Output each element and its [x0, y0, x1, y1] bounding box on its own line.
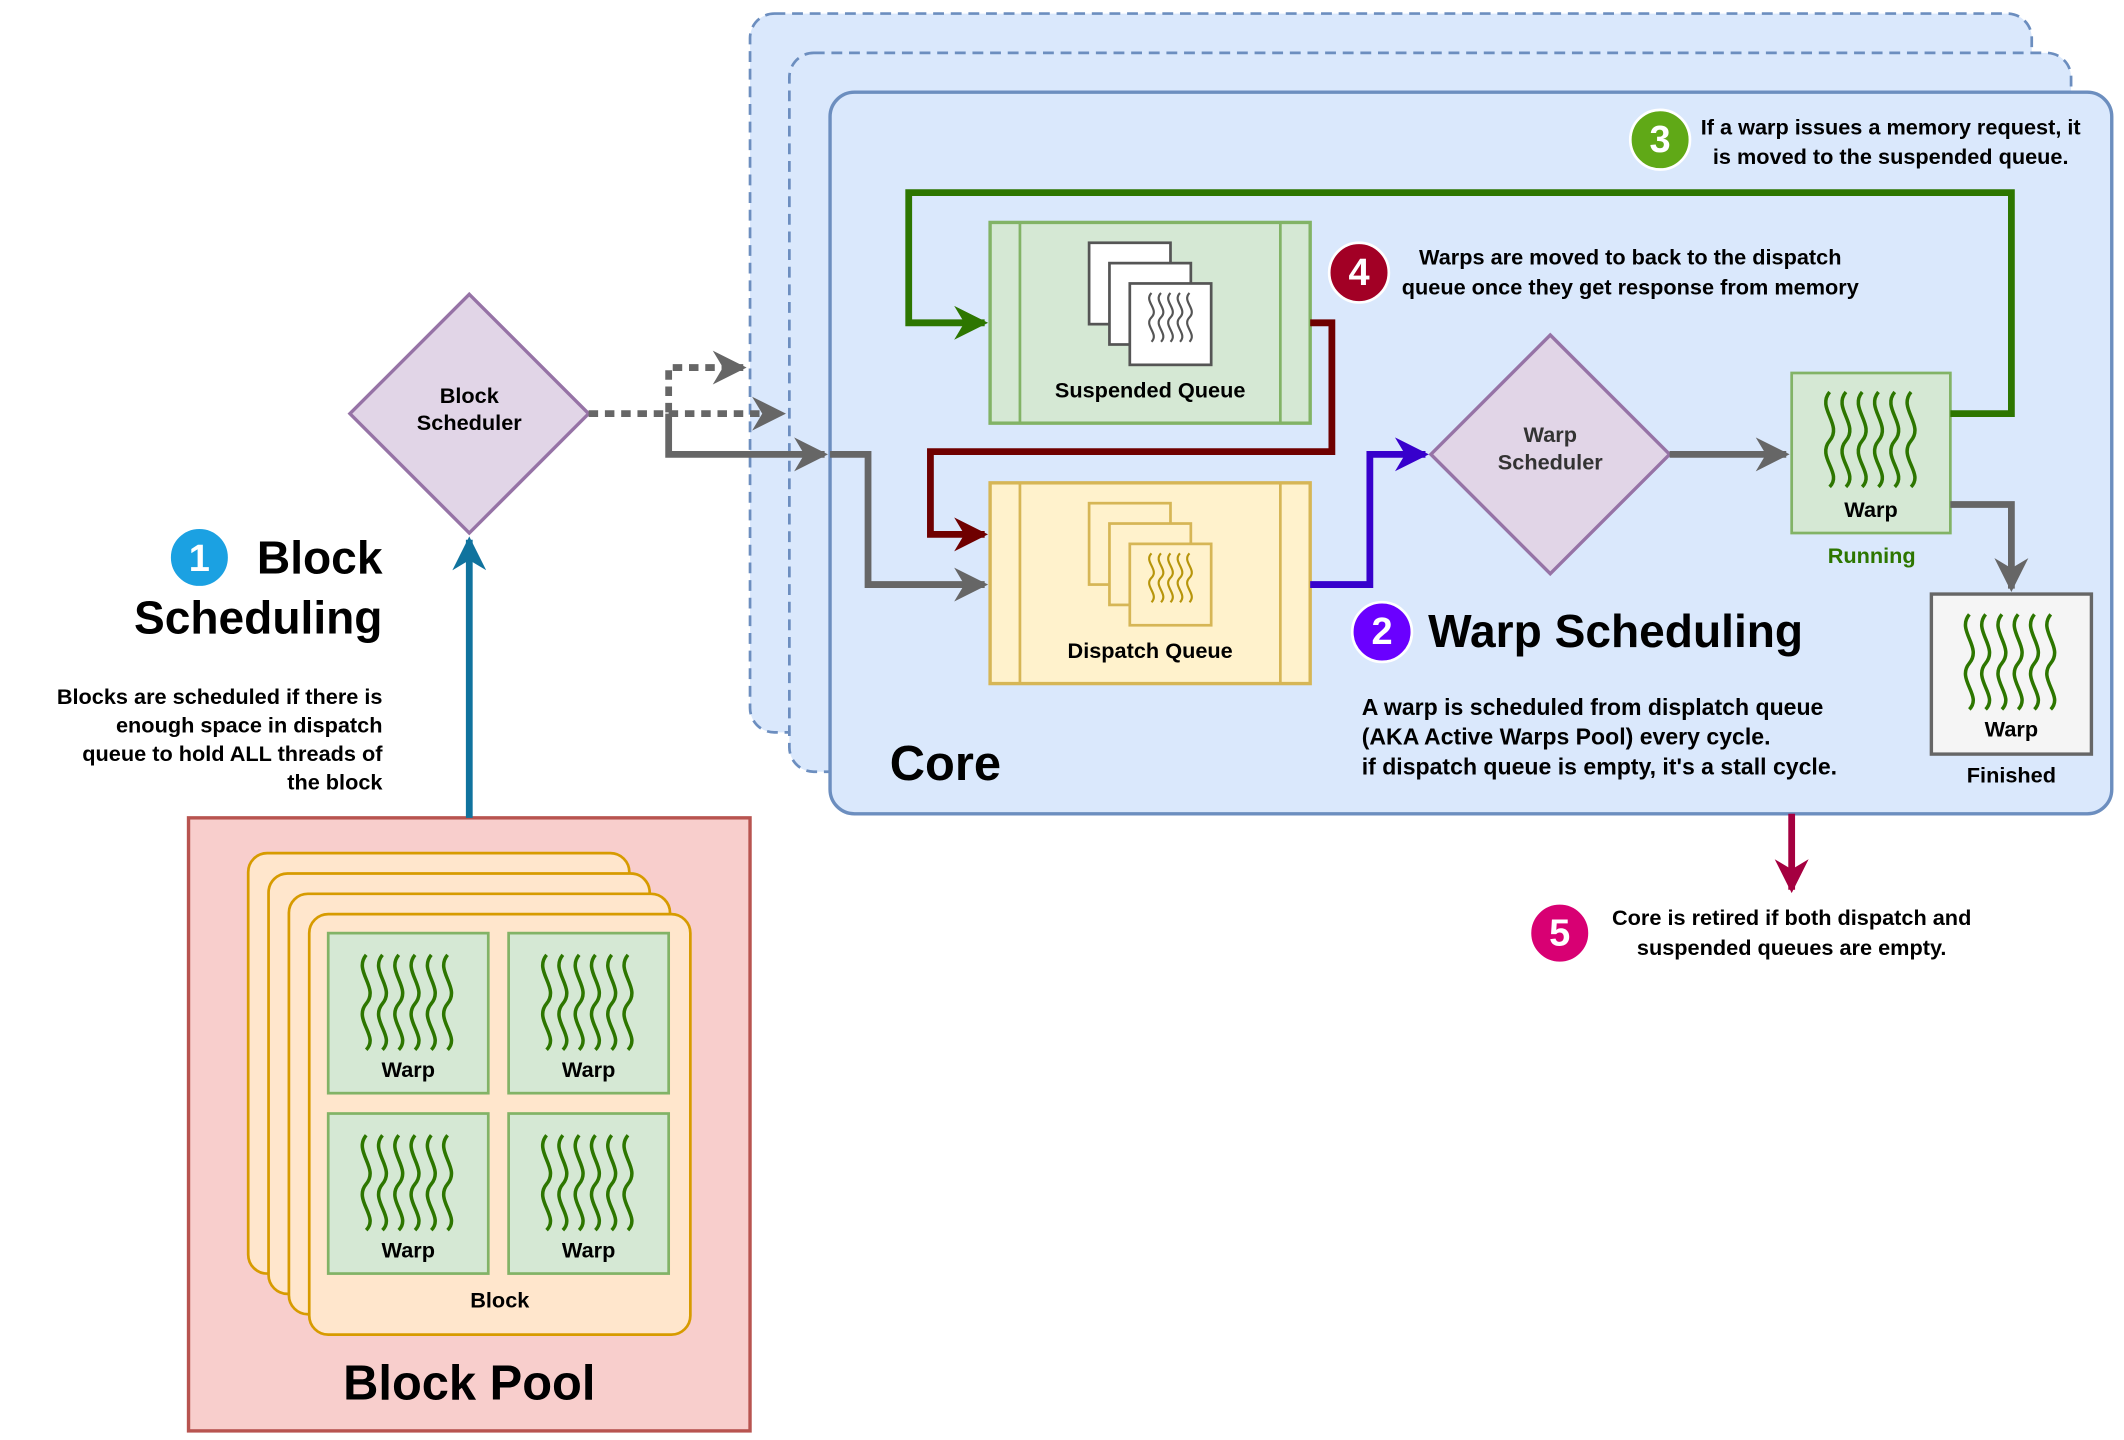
step-1-number: 1: [188, 537, 210, 580]
block-warp-4: [507, 1112, 671, 1275]
arrow-core-to-dispatch: [830, 450, 989, 602]
arrow-running-to-finished: [1950, 501, 2029, 593]
step-5-badge: [1528, 901, 1591, 965]
warp-scheduler-label-line2: Scheduler: [1497, 451, 1603, 475]
suspended-queue-label: Suspended Queue: [1054, 379, 1246, 403]
arrow-suspended-to-dispatch: [927, 319, 1336, 552]
warp-label: Warp: [381, 1059, 435, 1083]
core-title: Core: [889, 735, 1001, 791]
step-4-desc-line: Warps are moved to back to the dispatch: [1419, 246, 1842, 270]
step-4-desc-line: queue once they get response from memory: [1401, 276, 1859, 300]
running-status-label: Running: [1827, 545, 1916, 569]
arrow-running-to-suspended: [905, 189, 2015, 418]
warp-label: Warp: [381, 1239, 435, 1263]
step-2-desc-line: A warp is scheduled from displatch queue: [1361, 694, 1824, 721]
step-3-number: 3: [1649, 117, 1671, 161]
block-scheduler-label-line1: Block: [439, 385, 499, 409]
finished-warp-box: [1929, 592, 2094, 756]
step-1-desc-line: Blocks are scheduled if there is: [56, 686, 383, 710]
step-1-description: Blocks are scheduled if there is enough …: [0, 684, 383, 799]
step-1-title-line2: Scheduling: [133, 592, 383, 645]
step-2-desc-line: if dispatch queue is empty, it's a stall…: [1361, 753, 1838, 780]
warp-label: Warp: [561, 1239, 616, 1263]
arrow-to-core-back: [588, 350, 747, 418]
step-2-badge: [1350, 600, 1414, 664]
step-1-title: Block Scheduling: [54, 529, 383, 649]
running-warp-label: Warp: [1844, 499, 1898, 523]
stacked-cards-icon: [1087, 501, 1213, 627]
block-warp-2: [507, 931, 671, 1095]
block-scheduler-diamond: [347, 291, 592, 536]
step-1-title-line1: Block: [256, 533, 383, 585]
step-1-badge: [168, 526, 231, 589]
step-3-badge: [1628, 108, 1692, 171]
step-1-desc-line: queue to hold ALL threads of: [82, 743, 383, 767]
block-scheduler-label: Block Scheduler: [374, 384, 564, 438]
step-1-desc-line: enough space in dispatch: [115, 714, 383, 738]
finished-status-label: Finished: [1966, 764, 2057, 789]
step-4-description: Warps are moved to back to the dispatch …: [1392, 244, 1869, 303]
block-warp-3: [326, 1112, 490, 1275]
step-5-description: Core is retired if both dispatch and sus…: [1595, 905, 1988, 964]
running-warp-box: [1790, 371, 1952, 535]
step-5-desc-line: Core is retired if both dispatch and: [1612, 907, 1972, 931]
block-scheduler-label-line2: Scheduler: [416, 412, 522, 436]
warp-scheduler-diamond: [1428, 332, 1673, 577]
step-3-desc-line: If a warp issues a memory request, it: [1700, 116, 2081, 140]
step-5-number: 5: [1549, 911, 1571, 954]
arrow-to-core: [665, 413, 829, 472]
step-1-desc-line: the block: [287, 772, 383, 796]
step-4-number: 4: [1348, 250, 1370, 293]
block-warp-1: [326, 931, 490, 1095]
step-3-description: If a warp issues a memory request, it is…: [1690, 114, 2091, 173]
warp-scheduler-label-line1: Warp: [1523, 424, 1577, 448]
step-2-title: Warp Scheduling: [1428, 606, 1804, 658]
warp-scheduler-label: Warp Scheduler: [1455, 423, 1645, 477]
finished-warp-label: Warp: [1984, 718, 2039, 742]
step-2-description: A warp is scheduled from displatch queue…: [1362, 693, 1837, 781]
step-4-badge: [1327, 241, 1391, 304]
dispatch-queue-label: Dispatch Queue: [1067, 640, 1233, 664]
step-2-number: 2: [1371, 610, 1393, 653]
block-pool-title: Block Pool: [343, 1354, 596, 1411]
step-2-desc-line: (AKA Active Warps Pool) every cycle.: [1361, 723, 1771, 750]
stacked-cards-icon: [1087, 241, 1213, 367]
step-3-desc-line: is moved to the suspended queue.: [1712, 145, 2069, 169]
block-label: Block: [470, 1289, 530, 1313]
arrow-dispatch-to-warp-scheduler: [1310, 437, 1429, 588]
warp-label: Warp: [561, 1059, 616, 1083]
step-5-desc-line: suspended queues are empty.: [1636, 936, 1947, 960]
